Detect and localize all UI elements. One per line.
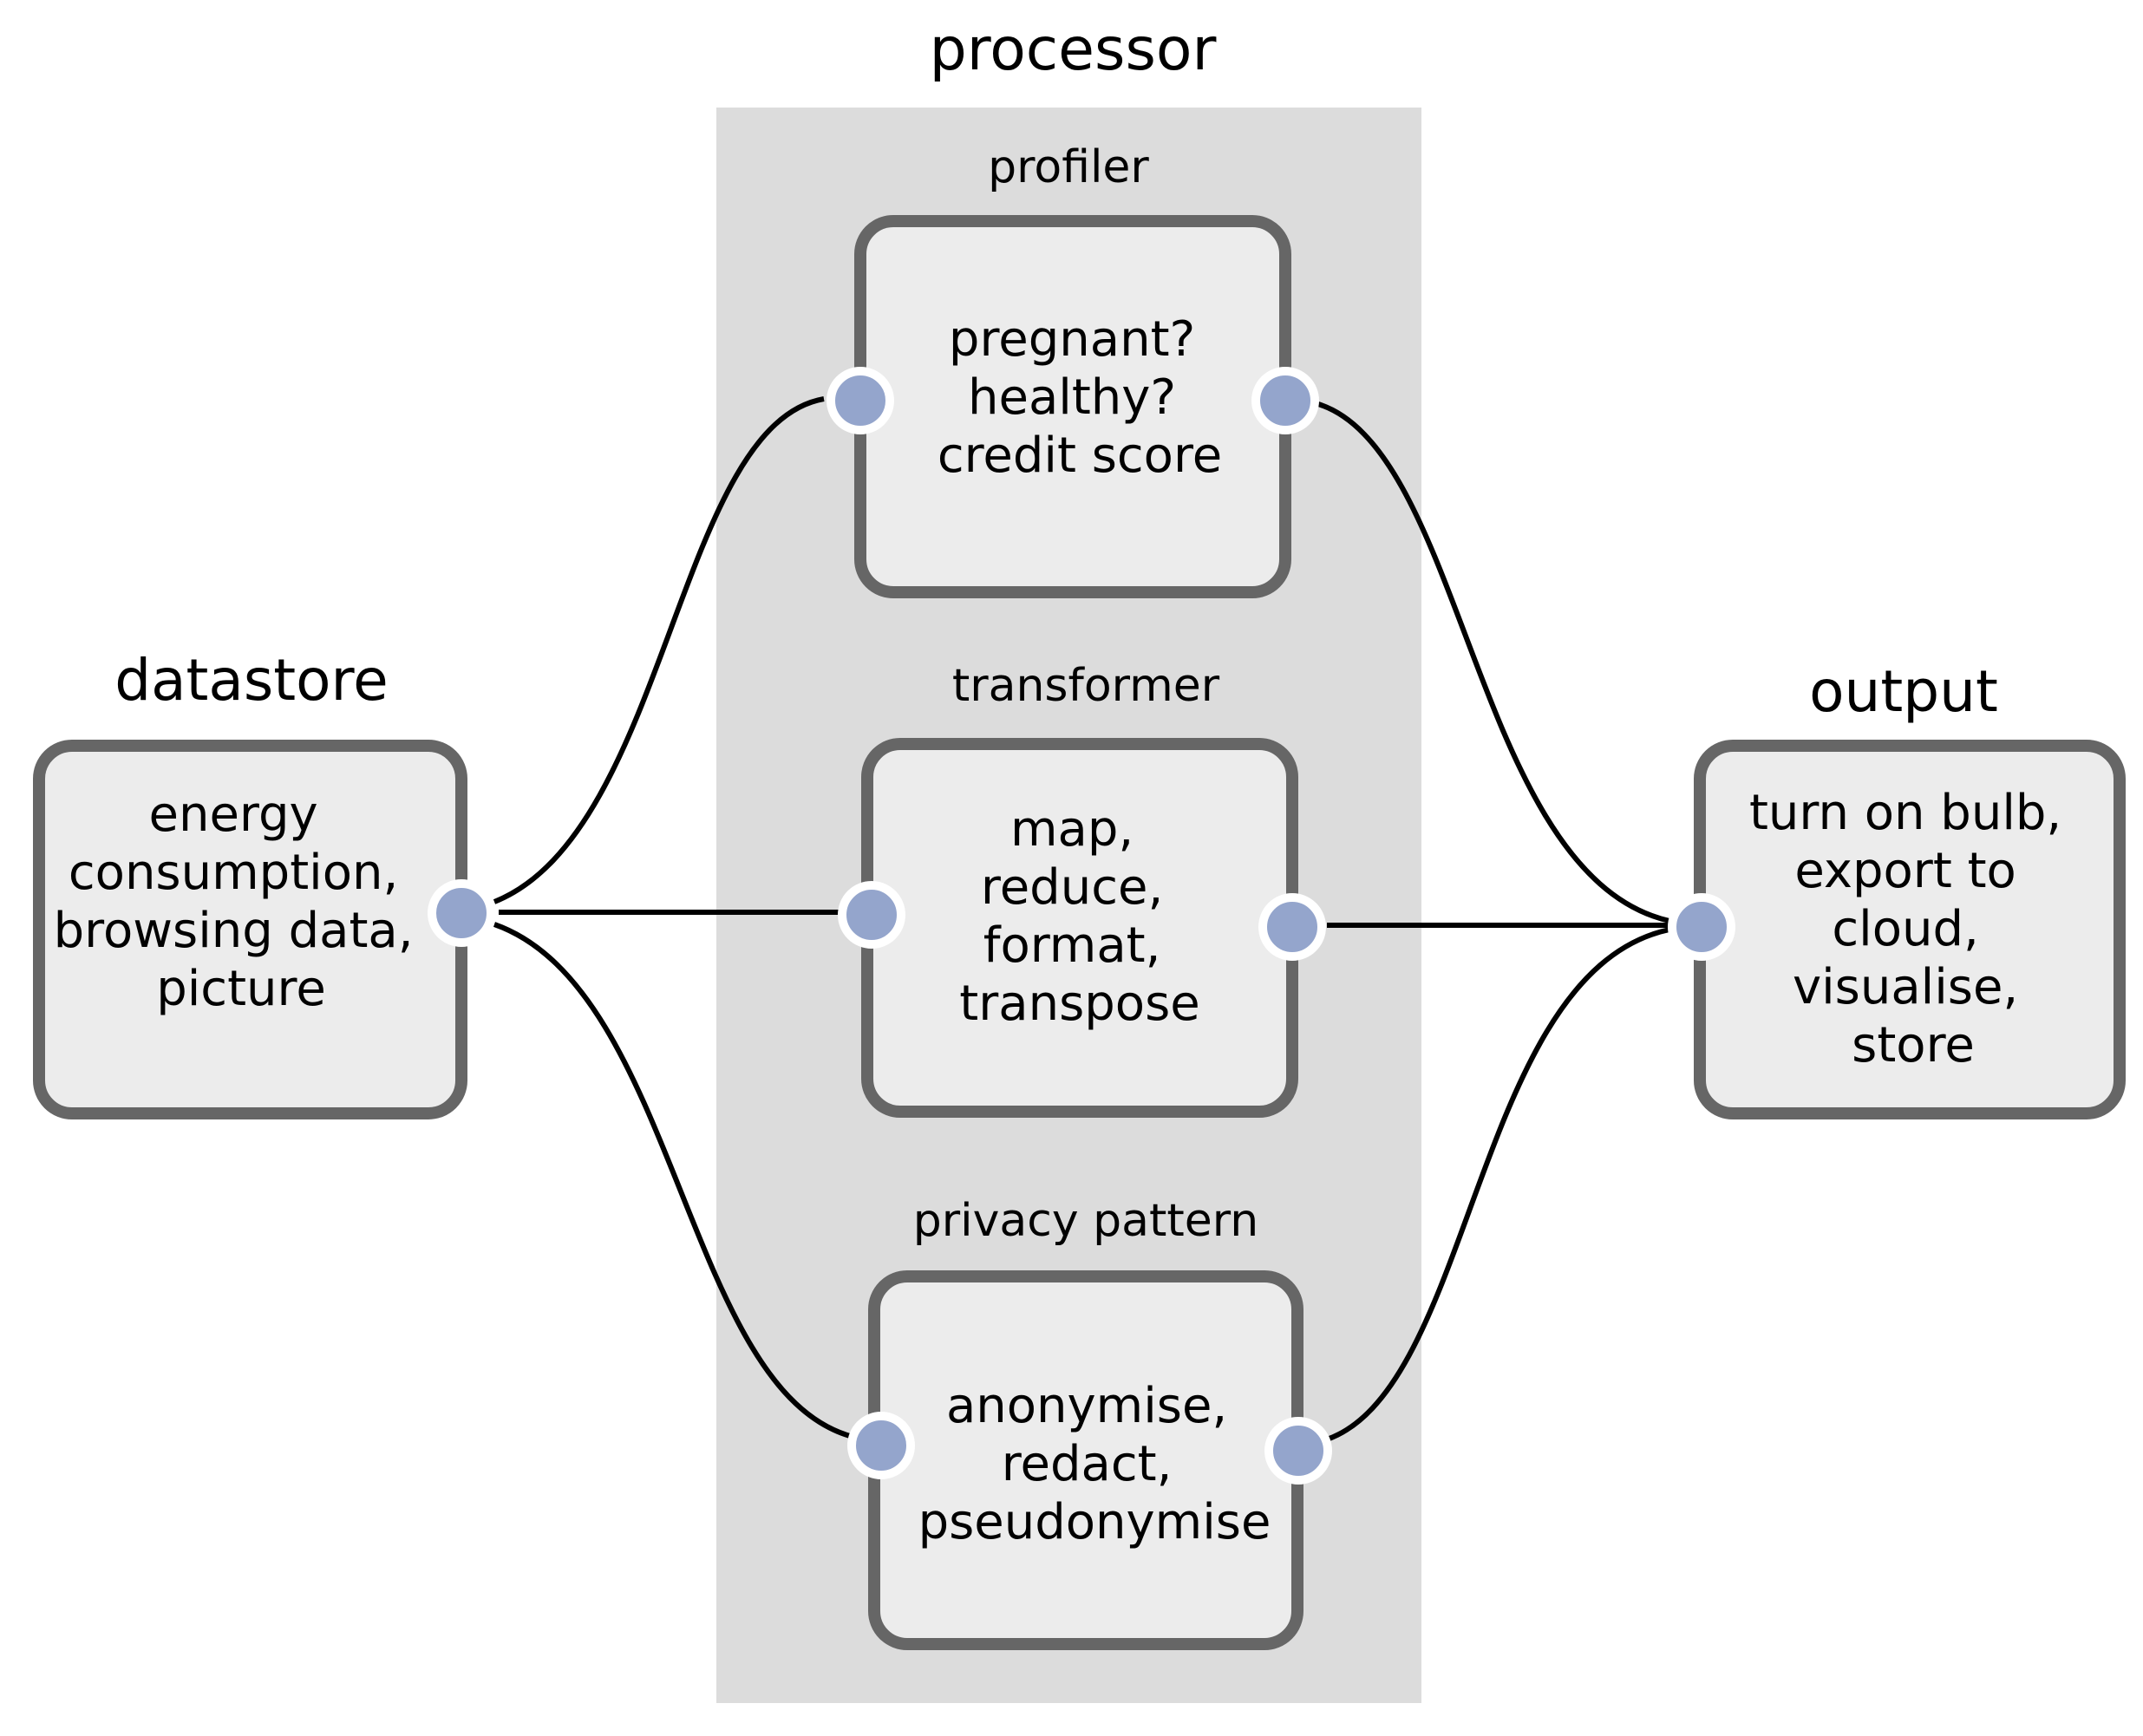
profiler-title: profiler xyxy=(988,141,1149,193)
transformer-line: transpose xyxy=(959,976,1199,1032)
privacy-pattern-output-port[interactable] xyxy=(1264,1417,1332,1485)
output-line: turn on bulb, xyxy=(1749,785,2061,841)
transformer-node[interactable]: transformer map, reduce, format, transpo… xyxy=(838,660,1326,1118)
wire-datastore-to-privacy xyxy=(493,922,851,1439)
profiler-input-port[interactable] xyxy=(826,367,894,434)
transformer-body: map, reduce, format, transpose xyxy=(959,801,1199,1032)
datastore-node[interactable]: datastore energy consumption, browsing d… xyxy=(33,647,495,1119)
datastore-line: browsing data, xyxy=(54,903,414,959)
profiler-body: pregnant? healthy? credit score xyxy=(938,311,1222,484)
transformer-line: format, xyxy=(983,917,1161,974)
datastore-body: energy consumption, browsing data, pictu… xyxy=(54,786,429,1017)
privacy-pattern-title: privacy pattern xyxy=(913,1195,1258,1247)
connections xyxy=(493,396,1670,1442)
privacy-pattern-line: pseudonymise xyxy=(918,1494,1271,1550)
privacy-pattern-line: redact, xyxy=(1002,1436,1173,1492)
datastore-line: energy xyxy=(149,786,318,843)
transformer-output-port[interactable] xyxy=(1258,893,1326,961)
privacy-pattern-input-port[interactable] xyxy=(847,1412,915,1479)
privacy-pattern-node[interactable]: privacy pattern anonymise, redact, pseud… xyxy=(847,1195,1332,1650)
profiler-line: pregnant? xyxy=(949,311,1195,368)
output-line: cloud, xyxy=(1832,901,1978,957)
profiler-output-port[interactable] xyxy=(1251,367,1319,434)
output-title: output xyxy=(1809,658,1998,725)
profiler-node[interactable]: profiler pregnant? healthy? credit score xyxy=(826,141,1319,598)
transformer-line: reduce, xyxy=(981,859,1163,916)
privacy-pattern-body: anonymise, redact, pseudonymise xyxy=(918,1378,1271,1550)
output-body: turn on bulb, export to cloud, visualise… xyxy=(1749,785,2077,1074)
transformer-title: transformer xyxy=(952,660,1220,712)
wire-profiler-to-output xyxy=(1317,401,1670,923)
output-input-port[interactable] xyxy=(1668,893,1735,961)
transformer-input-port[interactable] xyxy=(838,881,905,949)
datastore-title: datastore xyxy=(114,647,389,714)
output-node[interactable]: output turn on bulb, export to cloud, vi… xyxy=(1668,658,2126,1119)
profiler-line: credit score xyxy=(938,427,1222,484)
privacy-pattern-line: anonymise, xyxy=(946,1378,1227,1434)
output-line: store xyxy=(1852,1017,1975,1074)
transformer-line: map, xyxy=(1010,801,1134,858)
output-line: export to xyxy=(1794,843,2016,899)
profiler-line: healthy? xyxy=(968,369,1176,426)
datastore-output-port[interactable] xyxy=(428,879,495,947)
output-line: visualise, xyxy=(1793,959,2018,1015)
processor-title: processor xyxy=(930,16,1217,84)
wire-privacy-to-output xyxy=(1325,927,1670,1442)
datastore-line: consumption, xyxy=(69,845,398,901)
datastore-line: picture xyxy=(156,961,326,1017)
wire-datastore-to-profiler xyxy=(493,396,825,904)
